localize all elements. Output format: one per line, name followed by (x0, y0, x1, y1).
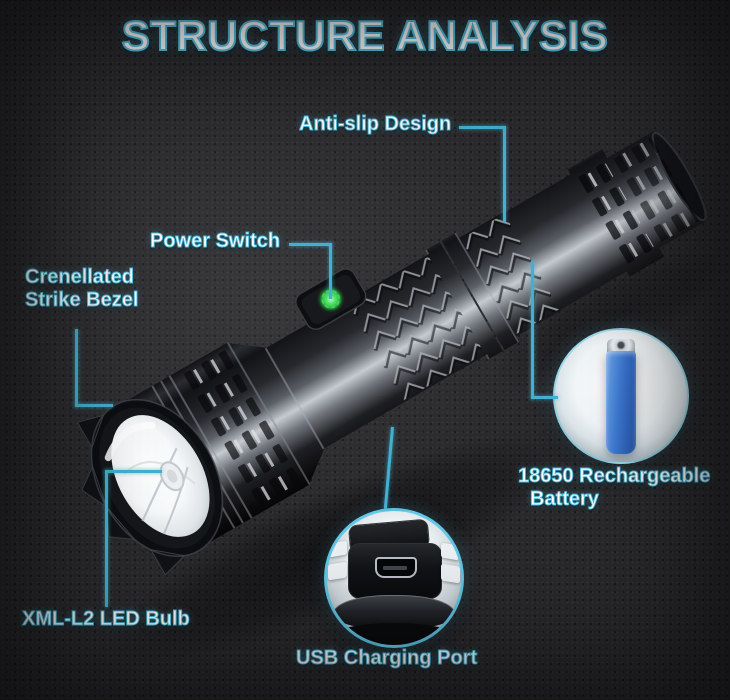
callout-line-battery-v (531, 261, 534, 399)
battery-tube (503, 173, 629, 311)
callout-line-anti-slip-v (503, 126, 506, 222)
grip-ring (425, 241, 503, 360)
callout-line-power-switch-v (329, 243, 332, 299)
label-crenellated-strike-bezel: Crenellated Strike Bezel (25, 266, 139, 312)
battery-positive-cap (607, 339, 635, 352)
led-die (166, 469, 178, 483)
tail-fin-highlight (328, 561, 347, 581)
label-power-switch: Power Switch (150, 230, 281, 253)
neck-edge (264, 347, 325, 450)
reflector-facet (123, 461, 196, 485)
tail-ring-slots (573, 155, 659, 271)
reflector-highlight (104, 421, 156, 462)
micro-usb-port (375, 557, 417, 578)
bezel-crenellations (76, 414, 186, 576)
callout-line-power-switch-h (289, 243, 332, 246)
ring-highlight (454, 232, 520, 343)
label-xml-l2-led-bulb: XML-L2 LED Bulb (22, 608, 191, 631)
battery-body (606, 351, 636, 454)
battery-inset (553, 328, 689, 464)
label-anti-slip-design: Anti-slip Design (299, 113, 452, 136)
head-slots (179, 346, 305, 512)
tail-cap-slots (612, 137, 699, 243)
tail-fin-highlight (441, 563, 460, 584)
callout-line-strike-bezel-v (75, 329, 78, 407)
reflector-facet (141, 447, 178, 522)
grip-ring (441, 232, 520, 351)
power-icon (321, 289, 341, 309)
neck (226, 342, 325, 486)
anti-slip-knurl (459, 213, 560, 336)
head-edge (226, 341, 311, 486)
callout-line-anti-slip-h (459, 126, 506, 129)
power-button (295, 268, 367, 331)
power-button-glow (316, 285, 345, 314)
callout-line-led-bulb-v (105, 470, 108, 607)
callout-line-led-bulb-h (105, 470, 162, 473)
tail-tube-base (329, 623, 459, 645)
reflector-facet (162, 466, 189, 535)
flashlight-body (76, 130, 707, 576)
usb-inset (324, 508, 464, 648)
body-knurl (347, 256, 485, 401)
callout-line-battery-h (531, 396, 558, 399)
tail-fin-highlight (441, 542, 459, 561)
usb-port-tongue (383, 566, 407, 570)
label-18650-battery: 18650 Rechargeable Battery (518, 465, 711, 511)
page-title: STRUCTURE ANALYSIS (121, 11, 609, 60)
power-icon-inner (325, 293, 336, 305)
label-usb-charging-port: USB Charging Port (296, 647, 478, 670)
tail-fin-highlight (329, 540, 347, 558)
callout-line-strike-bezel-h (75, 404, 113, 407)
tail-shadow (493, 249, 727, 391)
